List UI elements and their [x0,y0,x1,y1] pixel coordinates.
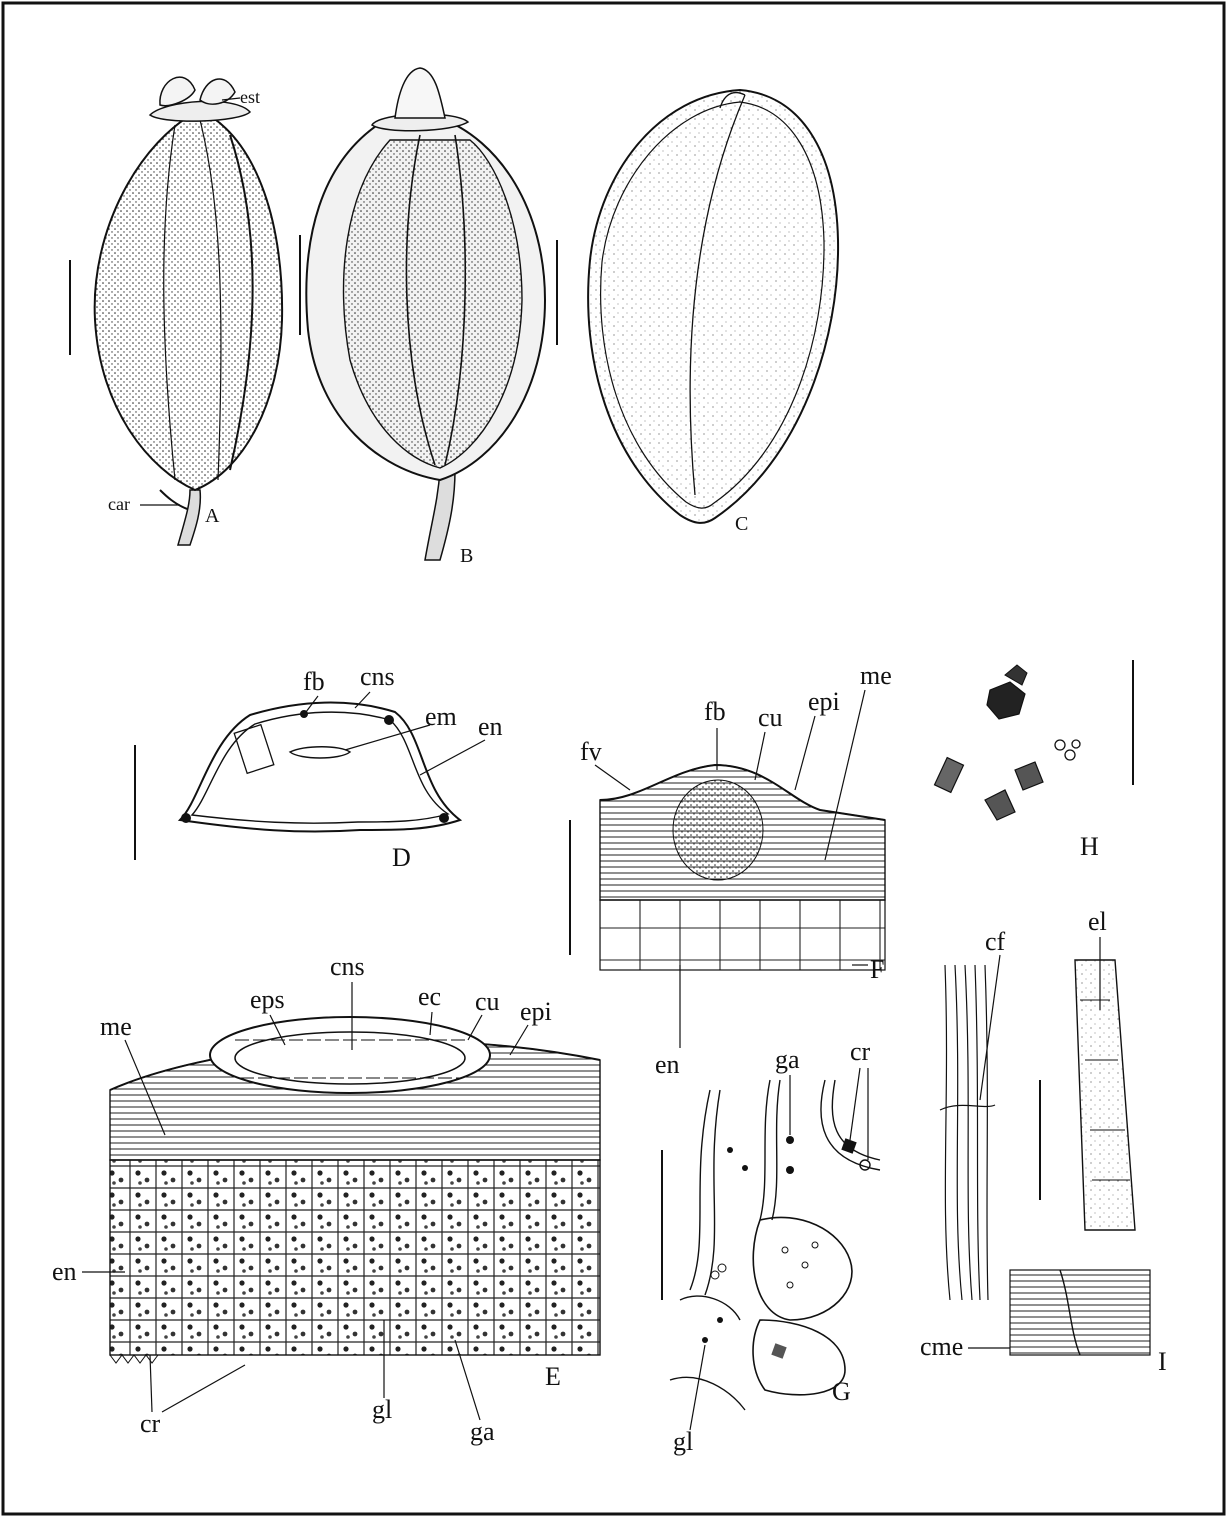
panel-b-fruit-drawing [300,68,545,560]
label-est: est [240,87,260,107]
label-car: car [108,494,130,514]
panel-d-cross-section [135,703,460,860]
label-cf-i: cf [985,927,1006,956]
panel-f-tissue-section [570,765,885,970]
label-cr-g: cr [850,1037,871,1066]
panel-letter-f: F [870,955,884,984]
label-en-f: en [655,1050,680,1079]
label-cme-i: cme [920,1332,963,1361]
panel-i-fibres [940,960,1150,1355]
label-me-f: me [860,661,892,690]
label-ec-e: ec [418,982,441,1011]
panel-letter-h: H [1080,832,1099,861]
panel-g-tissue-cells [662,1080,880,1410]
label-cns-d: cns [360,662,395,691]
label-en-d: en [478,712,503,741]
label-ga-e: ga [470,1417,495,1446]
panel-e-tissue-section [110,1017,600,1363]
label-em-d: em [425,702,457,731]
label-gl-e: gl [372,1395,392,1424]
label-epi-f: epi [808,687,840,716]
panel-letter-d: D [392,843,411,872]
panel-c-seed-drawing [557,90,838,523]
label-cu-f: cu [758,703,783,732]
label-fb-d: fb [303,667,325,696]
panel-h-crystals [935,660,1133,820]
label-ga-g: ga [775,1045,800,1074]
label-fv-f: fv [580,737,602,766]
panel-letter-c: C [735,513,748,535]
label-me-e: me [100,1012,132,1041]
label-cr-e: cr [140,1409,161,1438]
label-epi-e: epi [520,997,552,1026]
panel-a-fruit-drawing [70,77,282,545]
label-cu-e: cu [475,987,500,1016]
panel-letter-b: B [460,545,473,567]
panel-letter-a: A [205,505,220,527]
label-cns-e: cns [330,952,365,981]
label-eps-e: eps [250,985,285,1014]
panel-letter-g: G [832,1377,851,1406]
label-fb-f: fb [704,697,726,726]
label-en-e: en [52,1257,77,1286]
label-el-i: el [1088,907,1107,936]
label-gl-g: gl [673,1427,693,1456]
panel-letter-e: E [545,1362,561,1391]
panel-letter-i: I [1158,1347,1167,1376]
